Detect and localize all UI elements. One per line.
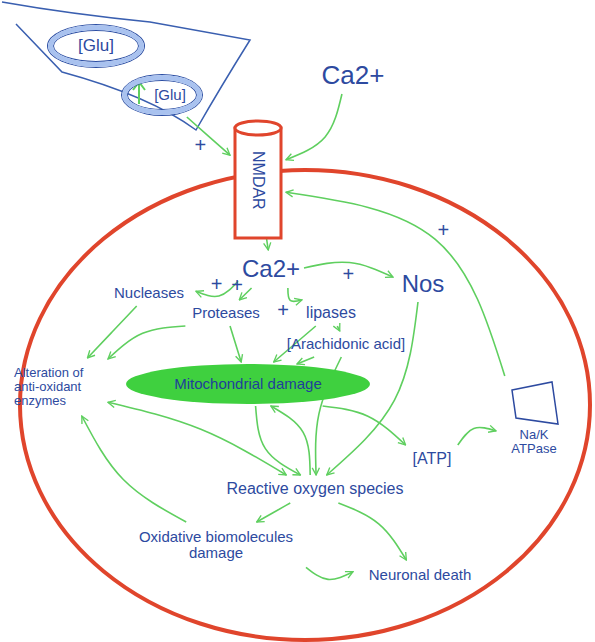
flow-arrow xyxy=(82,416,186,522)
plain-node: lipases xyxy=(298,302,364,324)
sign-label: + xyxy=(211,274,223,294)
plain-node: [ATP] xyxy=(402,447,462,471)
vesicle-node: [Glu] xyxy=(48,25,144,67)
plain-node: Reactive oxygen species xyxy=(200,477,430,501)
flow-arrow xyxy=(458,427,496,445)
flow-arrow xyxy=(306,567,353,579)
pump-outline xyxy=(512,382,558,424)
flow-arrow xyxy=(108,402,286,475)
plain-node: Nos xyxy=(395,268,451,300)
node-text: Reactive oxygen species xyxy=(227,480,404,498)
sign-label: + xyxy=(195,135,207,155)
flow-arrow xyxy=(288,288,302,302)
node-text: lipases xyxy=(306,304,356,322)
node-text: Na/K ATPase xyxy=(498,428,570,457)
pump-symbol xyxy=(506,378,562,428)
mito-node: Mitochondrial damage xyxy=(126,364,370,404)
node-text: Mitochondrial damage xyxy=(174,376,322,393)
node-text: Nucleases xyxy=(114,285,184,302)
flow-arrow xyxy=(286,192,505,376)
left-node: Alteration of anti-oxidant enzymes xyxy=(14,360,106,414)
flow-arrow xyxy=(87,306,136,358)
node-text: Ca2+ xyxy=(322,61,385,90)
flow-arrow xyxy=(297,357,314,364)
neuron-membrane xyxy=(20,170,590,640)
flow-arrow xyxy=(257,503,291,522)
node-text: [ATP] xyxy=(413,450,452,468)
plain-node: Oxidative biomolecules damage xyxy=(128,524,304,566)
node-text: Alteration of anti-oxidant enzymes xyxy=(14,366,106,409)
flow-arrow xyxy=(271,406,310,475)
plain-node: Ca2+ xyxy=(240,252,302,286)
plain-node: Neuronal death xyxy=(355,562,485,588)
node-text: [Arachidonic acid] xyxy=(287,336,405,353)
node-text: Ca2+ xyxy=(242,256,300,282)
node-text: [Glu] xyxy=(78,37,114,56)
sign-label: + xyxy=(231,275,243,295)
flow-arrow xyxy=(338,503,406,560)
sign-label: + xyxy=(342,264,354,284)
node-text: Neuronal death xyxy=(369,567,472,584)
node-text: NMDAR xyxy=(249,151,267,210)
plain-node: Nucleases xyxy=(104,282,194,304)
sign-label: + xyxy=(277,300,289,320)
plain-node: Ca2+ xyxy=(318,58,388,92)
increase-arrow xyxy=(133,82,145,104)
vesicle-node: [Glu] xyxy=(122,75,202,115)
sign-label: + xyxy=(437,220,449,240)
cylinder-node: NMDAR xyxy=(232,118,284,242)
plain-node: [Arachidonic acid] xyxy=(268,333,424,355)
node-text: Nos xyxy=(402,271,445,297)
flow-arrow xyxy=(230,326,241,362)
node-text: [Glu] xyxy=(154,87,186,104)
node-text: Proteases xyxy=(192,305,260,322)
flow-arrow xyxy=(187,117,230,155)
flow-arrow xyxy=(286,94,342,160)
flow-arrow xyxy=(108,326,185,359)
presynaptic-terminal xyxy=(2,2,250,130)
node-text: Oxidative biomolecules damage xyxy=(128,529,304,562)
flow-arrow xyxy=(323,406,406,445)
plain-node: Proteases xyxy=(184,302,268,324)
flow-arrow xyxy=(256,406,301,475)
channel-body xyxy=(235,128,281,238)
flow-arrow xyxy=(337,326,339,331)
channel-top xyxy=(235,121,281,135)
pump-node: Na/K ATPase xyxy=(498,378,570,474)
